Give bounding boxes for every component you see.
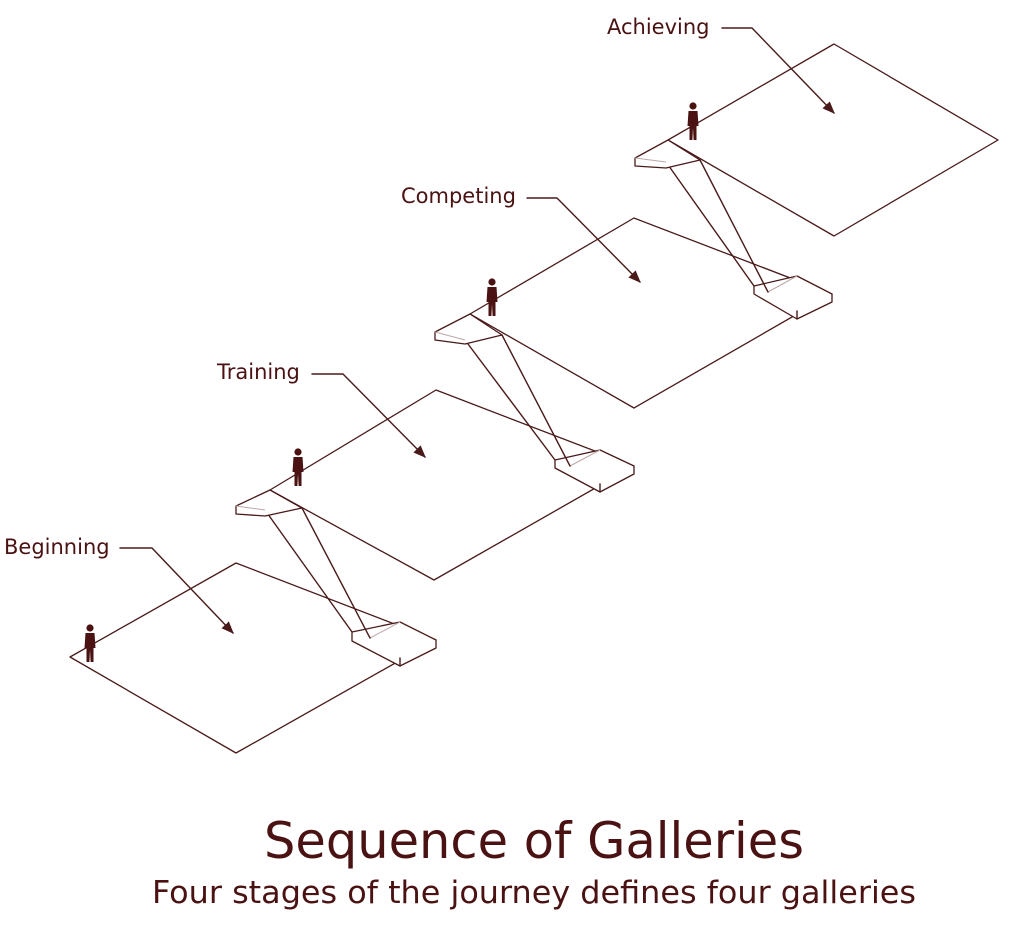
label-training: Training <box>216 360 426 458</box>
label-achieving-text: Achieving <box>607 15 710 39</box>
arrow-pointer-icon <box>311 373 426 458</box>
arrow-pointer-icon <box>119 547 234 634</box>
arrow-pointer-icon <box>721 27 835 114</box>
gallery-beginning-floor <box>69 562 437 754</box>
arrow-pointer-icon <box>526 197 641 283</box>
label-beginning-text: Beginning <box>4 535 110 559</box>
gallery-achieving <box>634 43 999 237</box>
gallery-achieving-floor <box>667 43 999 237</box>
gallery-competing <box>434 159 833 409</box>
diagram-subtitle: Four stages of the journey defines four … <box>152 875 916 911</box>
stair-competing-to-achieving <box>665 159 833 320</box>
landing-training-entry <box>235 489 303 517</box>
gallery-beginning <box>69 507 437 754</box>
label-beginning: Beginning <box>4 535 234 634</box>
diagram-title: Sequence of Galleries <box>264 812 804 870</box>
gallery-training <box>235 334 635 581</box>
gallery-competing-floor <box>469 217 833 409</box>
stair-beginning-to-training <box>264 507 437 667</box>
label-competing-text: Competing <box>401 184 516 208</box>
label-achieving: Achieving <box>607 15 835 114</box>
label-training-text: Training <box>216 360 300 384</box>
landing-achieving-entry <box>634 139 701 169</box>
label-competing: Competing <box>401 184 641 283</box>
